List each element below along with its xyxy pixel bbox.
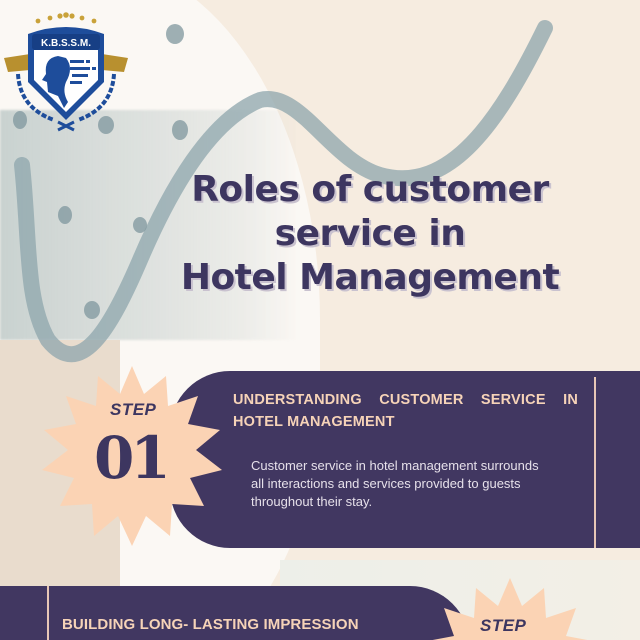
step-01-number: 01	[94, 424, 171, 492]
step-01-label: STEP	[110, 400, 157, 419]
svg-text:K.B.S.S.M.: K.B.S.S.M.	[41, 38, 91, 49]
step-02-badge: STEP	[420, 578, 600, 640]
title-line-3: Hotel Management	[180, 257, 560, 298]
title-line-1: Roles of customer	[191, 169, 549, 210]
step-02-label: STEP	[480, 616, 527, 635]
page-title: Roles of customer service in Hotel Manag…	[140, 168, 600, 300]
starburst-icon	[432, 578, 588, 640]
step-01-card: UNDERSTANDING CUSTOMER SERVICE IN HOTEL …	[170, 371, 640, 548]
step-02-heading: BUILDING LONG- LASTING IMPRESSION	[62, 616, 359, 633]
stars-icon	[35, 12, 97, 24]
starburst-icon	[42, 366, 222, 546]
step-01-description: Customer service in hotel management sur…	[251, 458, 539, 509]
card-divider	[594, 377, 596, 548]
step-01-heading: UNDERSTANDING CUSTOMER SERVICE IN HOTEL …	[233, 392, 578, 430]
step-01-badge: STEP 01	[42, 366, 222, 546]
title-line-2: service in	[274, 213, 466, 254]
step-02-card: BUILDING LONG- LASTING IMPRESSION	[0, 586, 470, 640]
card-divider	[47, 586, 49, 640]
kbssm-logo: K.B.S.S.M.	[4, 12, 128, 132]
